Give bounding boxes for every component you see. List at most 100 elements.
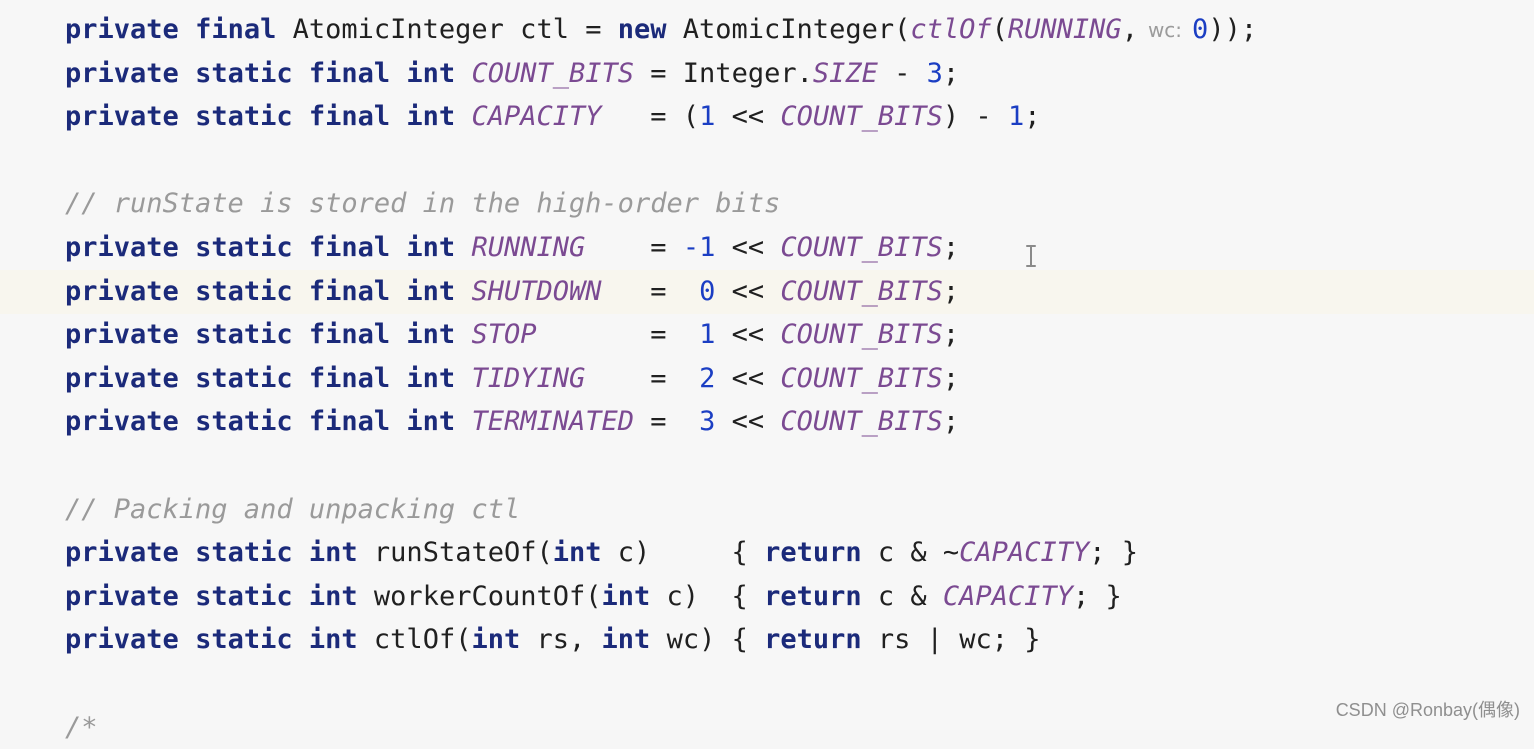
- keyword-private: private: [65, 58, 179, 89]
- keyword-static: static: [195, 58, 293, 89]
- keyword-int: int: [406, 101, 455, 132]
- code-comment-start: /*: [65, 712, 98, 743]
- keyword-final: final: [309, 58, 390, 89]
- expression-text: c & ~: [862, 537, 960, 568]
- keyword-final: final: [309, 406, 390, 437]
- keyword-static: static: [195, 624, 293, 655]
- shift-operator: <<: [715, 406, 780, 437]
- code-line-1[interactable]: private final AtomicInteger ctl = new At…: [65, 8, 1257, 52]
- code-line-7[interactable]: private static final int SHUTDOWN = 0 <<…: [65, 270, 1257, 314]
- keyword-final: final: [309, 276, 390, 307]
- assignment-text: = (: [602, 101, 700, 132]
- code-line-2[interactable]: private static final int COUNT_BITS = In…: [65, 52, 1257, 96]
- code-line-14[interactable]: private static int workerCountOf(int c) …: [65, 575, 1257, 619]
- shift-operator: <<: [715, 101, 780, 132]
- constant-count-bits: COUNT_BITS: [471, 58, 634, 89]
- semicolon: ;: [943, 276, 959, 307]
- comma: ,: [1122, 14, 1138, 45]
- constant-count-bits: COUNT_BITS: [780, 406, 943, 437]
- code-line-12[interactable]: // Packing and unpacking ctl: [65, 488, 1257, 532]
- keyword-static: static: [195, 363, 293, 394]
- constructor-call: AtomicInteger(: [683, 14, 911, 45]
- text-cursor-icon: [1024, 244, 1038, 268]
- code-line-3[interactable]: private static final int CAPACITY = (1 <…: [65, 95, 1257, 139]
- keyword-int: int: [309, 581, 358, 612]
- number-one: 1: [699, 101, 715, 132]
- shift-operator: <<: [715, 319, 780, 350]
- code-line-6[interactable]: private static final int RUNNING = -1 <<…: [65, 226, 1257, 270]
- number-two: 2: [699, 363, 715, 394]
- keyword-int: int: [406, 276, 455, 307]
- constant-count-bits: COUNT_BITS: [780, 101, 943, 132]
- shift-operator: <<: [715, 232, 780, 263]
- keyword-int: int: [309, 624, 358, 655]
- assignment-text: =: [634, 406, 699, 437]
- keyword-private: private: [65, 406, 179, 437]
- semicolon: ;: [943, 406, 959, 437]
- function-call-ctlof: ctlOf: [910, 14, 991, 45]
- constant-running: RUNNING: [471, 232, 585, 263]
- constant-stop: STOP: [471, 319, 536, 350]
- keyword-private: private: [65, 363, 179, 394]
- code-line-13[interactable]: private static int runStateOf(int c) { r…: [65, 531, 1257, 575]
- keyword-int: int: [602, 581, 651, 612]
- code-line-11-empty[interactable]: [65, 444, 1257, 488]
- assignment-text: = Integer.: [634, 58, 813, 89]
- code-line-5[interactable]: // runState is stored in the high-order …: [65, 182, 1257, 226]
- semicolon: ;: [943, 232, 959, 263]
- number-one: 1: [1008, 101, 1024, 132]
- semicolon: ;: [1024, 101, 1040, 132]
- code-line-8[interactable]: private static final int STOP = 1 << COU…: [65, 313, 1257, 357]
- keyword-private: private: [65, 14, 179, 45]
- open-paren: (: [992, 14, 1008, 45]
- code-comment: // runState is stored in the high-order …: [65, 188, 780, 219]
- constant-tidying: TIDYING: [471, 363, 585, 394]
- number-three: 3: [699, 406, 715, 437]
- constant-shutdown: SHUTDOWN: [471, 276, 601, 307]
- code-line-10[interactable]: private static final int TERMINATED = 3 …: [65, 400, 1257, 444]
- keyword-new: new: [618, 14, 667, 45]
- constant-running: RUNNING: [1008, 14, 1122, 45]
- keyword-int: int: [406, 363, 455, 394]
- keyword-private: private: [65, 276, 179, 307]
- constant-count-bits: COUNT_BITS: [780, 319, 943, 350]
- source-code[interactable]: private final AtomicInteger ctl = new At…: [65, 8, 1257, 749]
- keyword-final: final: [309, 363, 390, 394]
- keyword-int: int: [406, 319, 455, 350]
- keyword-static: static: [195, 537, 293, 568]
- keyword-private: private: [65, 537, 179, 568]
- code-line-4-empty[interactable]: [65, 139, 1257, 183]
- keyword-private: private: [65, 101, 179, 132]
- keyword-static: static: [195, 406, 293, 437]
- constant-count-bits: COUNT_BITS: [780, 276, 943, 307]
- method-signature-text: c) {: [602, 537, 765, 568]
- operator-text: -: [878, 58, 927, 89]
- code-line-15[interactable]: private static int ctlOf(int rs, int wc)…: [65, 618, 1257, 662]
- semicolon: ;: [943, 58, 959, 89]
- keyword-private: private: [65, 624, 179, 655]
- keyword-final: final: [309, 319, 390, 350]
- code-line-17[interactable]: /*: [65, 706, 1257, 749]
- expression-text: rs | wc; }: [862, 624, 1041, 655]
- keyword-return: return: [764, 537, 862, 568]
- method-name-ctlof: ctlOf(: [374, 624, 472, 655]
- parameter-hint: wc:: [1144, 9, 1186, 53]
- keyword-private: private: [65, 319, 179, 350]
- assignment-text: =: [585, 232, 683, 263]
- number-zero: 0: [1192, 14, 1208, 45]
- assignment-text: =: [585, 363, 699, 394]
- assignment-text: =: [537, 319, 700, 350]
- keyword-static: static: [195, 232, 293, 263]
- shift-operator: <<: [715, 363, 780, 394]
- number-zero: 0: [699, 276, 715, 307]
- code-editor[interactable]: private final AtomicInteger ctl = new At…: [0, 0, 1534, 730]
- keyword-int: int: [406, 232, 455, 263]
- keyword-int: int: [602, 624, 651, 655]
- constant-capacity: CAPACITY: [959, 537, 1089, 568]
- code-comment: // Packing and unpacking ctl: [65, 494, 520, 525]
- keyword-int: int: [406, 406, 455, 437]
- code-line-9[interactable]: private static final int TIDYING = 2 << …: [65, 357, 1257, 401]
- constant-size: SIZE: [813, 58, 878, 89]
- code-line-16-empty[interactable]: [65, 662, 1257, 706]
- keyword-static: static: [195, 101, 293, 132]
